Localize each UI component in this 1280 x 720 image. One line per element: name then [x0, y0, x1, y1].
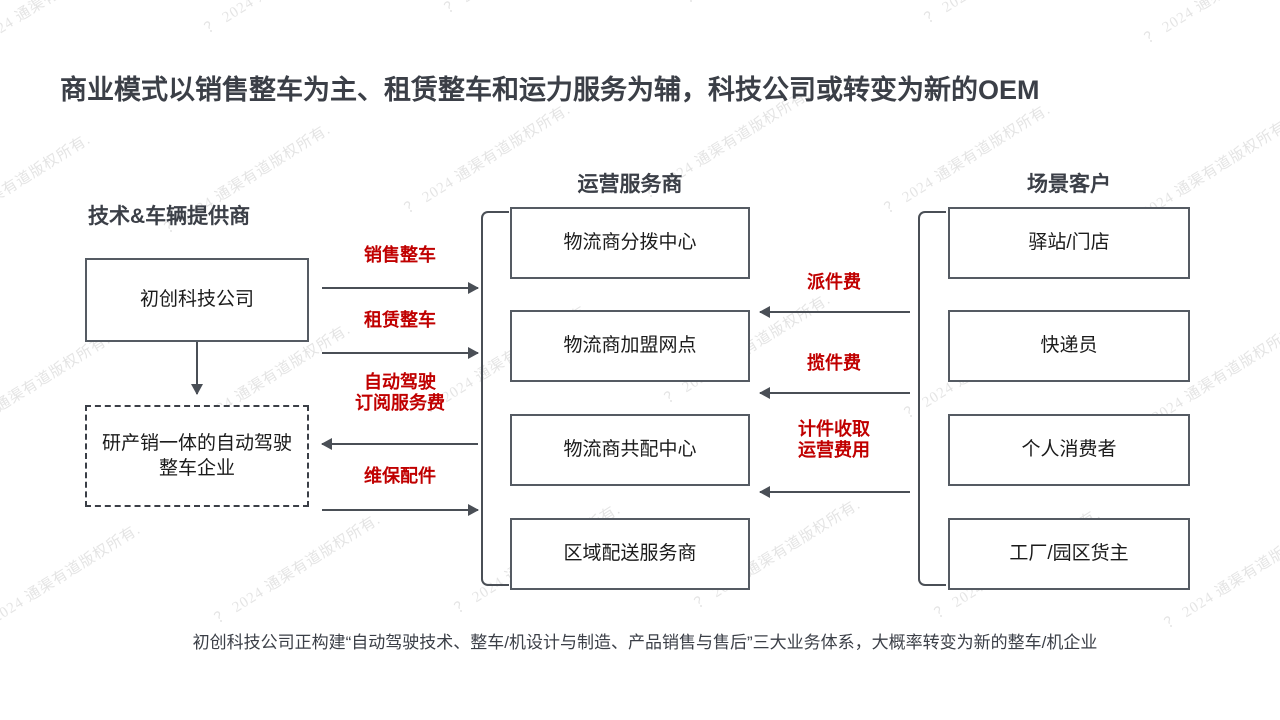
- node-label: 物流商共配中心: [563, 439, 697, 461]
- watermark-text: ？ 2024 通渠有道版权所有.: [920, 0, 1094, 28]
- node-factory-park-shipper[interactable]: 工厂/园区货主: [948, 518, 1190, 590]
- watermark-text: ？ 2024 通渠有道版权所有.: [0, 0, 134, 58]
- node-label: 驿站/门店: [1028, 232, 1110, 254]
- flow-label-maintenance-parts: 维保配件: [364, 466, 436, 486]
- flow-label-pickup-fee: 揽件费: [807, 353, 861, 373]
- flow-arrow-maintenance-parts: [322, 504, 479, 516]
- watermark-text: ？ 2024 通渠有道版权所有.: [200, 0, 374, 38]
- node-label: 物流商分拨中心: [563, 232, 697, 254]
- node-individual-consumer[interactable]: 个人消费者: [948, 414, 1190, 486]
- flow-label-per-piece-operation-fee: 计件收取 运营费用: [798, 419, 870, 461]
- watermark-text: ？ 2024 通渠有道版权所有.: [402, 101, 574, 217]
- node-label: 研产销一体的自动驾驶整车企业: [101, 432, 292, 479]
- node-courier[interactable]: 快递员: [948, 310, 1190, 382]
- node-regional-delivery-service-provider[interactable]: 区域配送服务商: [510, 518, 750, 590]
- flow-label-autonomous-driving-subscription-fee: 自动驾驶 订阅服务费: [355, 372, 445, 414]
- watermark-text: ？ 2024 通渠有道版权所有.: [0, 131, 94, 247]
- flow-arrow-autonomous-driving-subscription-fee: [321, 438, 478, 450]
- watermark-text: ？ 2024 通渠有道版权所有.: [212, 511, 384, 627]
- flow-arrow-pickup-fee: [759, 387, 910, 399]
- column-header-scenario-customer: 场景客户: [1027, 173, 1111, 196]
- node-label: 个人消费者: [1021, 439, 1117, 461]
- node-integrated-autonomous-vehicle-enterprise[interactable]: 研产销一体的自动驾驶整车企业: [85, 405, 309, 507]
- bracket-operation-service-provider-group: [481, 211, 509, 586]
- watermark-text: ？ 2024 通渠有道版权所有.: [1140, 0, 1280, 48]
- node-label: 快递员: [1040, 335, 1098, 357]
- flow-label-lease-vehicle: 租赁整车: [364, 310, 436, 330]
- node-logistics-franchise-outlet[interactable]: 物流商加盟网点: [510, 310, 750, 382]
- flow-label-sell-vehicle: 销售整车: [364, 245, 436, 265]
- node-logistics-joint-distribution-center[interactable]: 物流商共配中心: [510, 414, 750, 486]
- flow-arrow-per-piece-operation-fee: [759, 486, 910, 498]
- page-title: 商业模式以销售整车为主、租赁整车和运力服务为辅，科技公司或转变为新的OEM: [60, 75, 1040, 105]
- node-label: 工厂/园区货主: [1009, 543, 1129, 565]
- flow-arrow-sell-vehicle: [322, 282, 479, 294]
- bracket-scenario-customer-group: [918, 211, 946, 586]
- column-header-operation-service-provider: 运营服务商: [577, 173, 683, 196]
- watermark-text: ？ 2024 通渠有道版权所有.: [440, 0, 614, 18]
- watermark-text: ？ 2024 通渠有道版权所有.: [0, 521, 144, 637]
- node-logistics-sorting-center[interactable]: 物流商分拨中心: [510, 207, 750, 279]
- node-label: 区域配送服务商: [563, 543, 697, 565]
- node-station-store[interactable]: 驿站/门店: [948, 207, 1190, 279]
- node-label: 物流商加盟网点: [563, 335, 697, 357]
- node-startup-tech-company[interactable]: 初创科技公司: [85, 258, 309, 342]
- watermark-text: ？ 2024 通渠有道版权所有.: [680, 0, 854, 8]
- footer-note: 初创科技公司正构建“自动驾驶技术、整车/机设计与制造、产品销售与售后”三大业务体…: [192, 633, 1098, 652]
- watermark-text: ？ 2024 通渠有道版权所有.: [882, 101, 1054, 217]
- flow-arrow-lease-vehicle: [322, 347, 479, 359]
- flow-label-delivery-fee: 派件费: [807, 272, 861, 292]
- node-label: 初创科技公司: [139, 289, 254, 311]
- flow-arrow-delivery-fee: [759, 306, 910, 318]
- connector-startup-to-integrated-oem: [191, 342, 203, 395]
- column-header-technology-vehicle-supplier: 技术&车辆提供商: [88, 205, 251, 228]
